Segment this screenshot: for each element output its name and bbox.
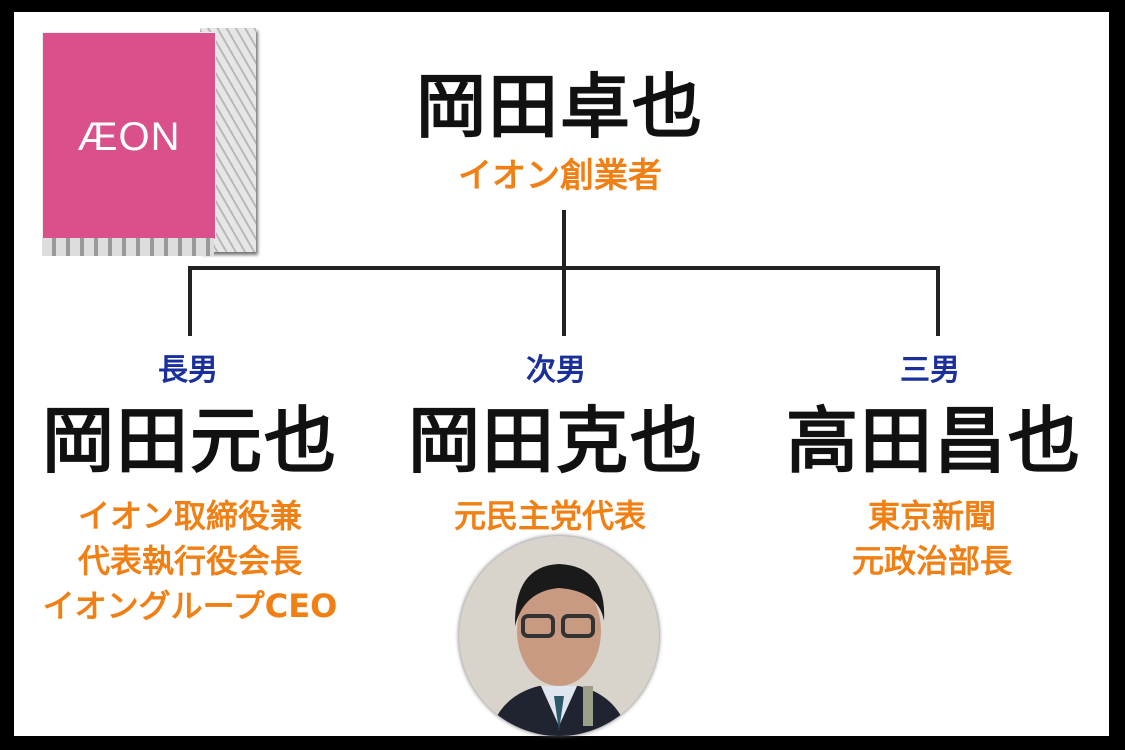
child-name: 岡田元也 (41, 398, 338, 483)
child-description-line: イオン取締役兼 (77, 497, 302, 535)
child-description-line: 代表執行役会長 (77, 542, 302, 580)
aeon-logo: ÆON (42, 32, 216, 240)
relation-label: 三男 (900, 353, 960, 388)
tree-branch-right (936, 266, 940, 336)
aeon-logo-text: ÆON (77, 115, 181, 159)
tree-branch-center (562, 266, 566, 336)
child-description-line: イオングループCEO (42, 587, 338, 625)
tree-trunk-line (562, 210, 566, 270)
child-description-line: 元民主党代表 (453, 497, 646, 535)
child-description-line: 元政治部長 (851, 542, 1012, 580)
person-photo-illustration (489, 564, 629, 736)
child-name: 高田昌也 (785, 398, 1082, 483)
person-photo (459, 536, 659, 736)
founder-title: イオン創業者 (458, 156, 662, 196)
relation-label: 次男 (526, 353, 586, 388)
child-name: 岡田克也 (407, 398, 704, 483)
relation-label: 長男 (158, 353, 218, 388)
aeon-sign-image: ÆON (40, 28, 256, 260)
child-description-line: 東京新聞 (867, 497, 996, 535)
founder-name: 岡田卓也 (416, 65, 704, 148)
sign-base (42, 238, 214, 256)
tree-branch-left (188, 266, 192, 336)
